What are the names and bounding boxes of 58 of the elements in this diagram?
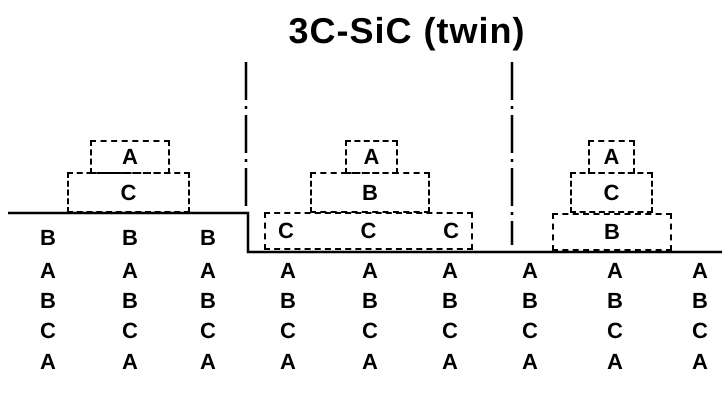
atom-layer-letter: B	[39, 288, 57, 314]
atom-layer-letter: C	[199, 318, 217, 344]
atom-layer-letter: C	[360, 218, 376, 244]
atom-layer-letter: C	[441, 318, 459, 344]
atom-layer-letter: B	[362, 180, 378, 206]
atom-layer-letter: B	[441, 288, 459, 314]
atom-layer-letter: B	[521, 288, 539, 314]
atom-layer-letter: A	[604, 144, 620, 170]
atom-layer-letter: B	[121, 288, 139, 314]
atom-layer-letter: A	[521, 349, 539, 375]
atom-layer-letter: A	[441, 349, 459, 375]
atom-layer-letter: A	[39, 258, 57, 284]
atom-layer-letter: A	[39, 349, 57, 375]
atom-layer-letter: B	[606, 288, 624, 314]
stacking-layer-box	[310, 172, 430, 213]
atom-layer-letter: B	[279, 288, 297, 314]
stacking-layer-box	[67, 172, 190, 213]
atom-layer-letter: A	[521, 258, 539, 284]
atom-layer-letter: C	[521, 318, 539, 344]
atom-layer-letter: C	[443, 218, 459, 244]
atom-layer-letter: C	[606, 318, 624, 344]
atom-layer-letter: A	[441, 258, 459, 284]
atom-layer-letter: A	[199, 258, 217, 284]
atom-layer-letter: C	[120, 180, 136, 206]
atom-layer-letter: C	[39, 318, 57, 344]
stacking-layer-box	[552, 213, 672, 251]
atom-layer-letter: B	[691, 288, 709, 314]
atom-layer-letter: A	[361, 349, 379, 375]
atom-layer-letter: A	[199, 349, 217, 375]
atom-layer-letter: B	[121, 225, 139, 251]
stacking-layer-box	[345, 140, 398, 174]
atom-layer-letter: C	[604, 180, 620, 206]
stacking-layer-box	[90, 140, 170, 174]
atom-layer-letter: A	[279, 349, 297, 375]
stacking-layer-box	[264, 212, 473, 250]
title: 3C-SiC (twin)	[288, 10, 526, 52]
atom-layer-letter: A	[121, 258, 139, 284]
atom-layer-letter: A	[606, 258, 624, 284]
atom-layer-letter: C	[279, 318, 297, 344]
atom-layer-letter: C	[361, 318, 379, 344]
atom-layer-letter: C	[691, 318, 709, 344]
atom-layer-letter: A	[691, 258, 709, 284]
atom-layer-letter: B	[199, 225, 217, 251]
atom-layer-letter: A	[121, 349, 139, 375]
atom-layer-letter: A	[361, 258, 379, 284]
atom-layer-letter: B	[361, 288, 379, 314]
atom-layer-letter: A	[122, 144, 138, 170]
atom-layer-letter: B	[39, 225, 57, 251]
atom-layer-letter: C	[121, 318, 139, 344]
atom-layer-letter: C	[278, 218, 294, 244]
stacking-layer-box	[588, 140, 635, 174]
atom-layer-letter: B	[604, 219, 620, 245]
atom-layer-letter: B	[199, 288, 217, 314]
atom-layer-letter: A	[691, 349, 709, 375]
atom-layer-letter: A	[606, 349, 624, 375]
stacking-layer-box	[570, 172, 653, 213]
atom-layer-letter: A	[279, 258, 297, 284]
atom-layer-letter: A	[364, 144, 380, 170]
